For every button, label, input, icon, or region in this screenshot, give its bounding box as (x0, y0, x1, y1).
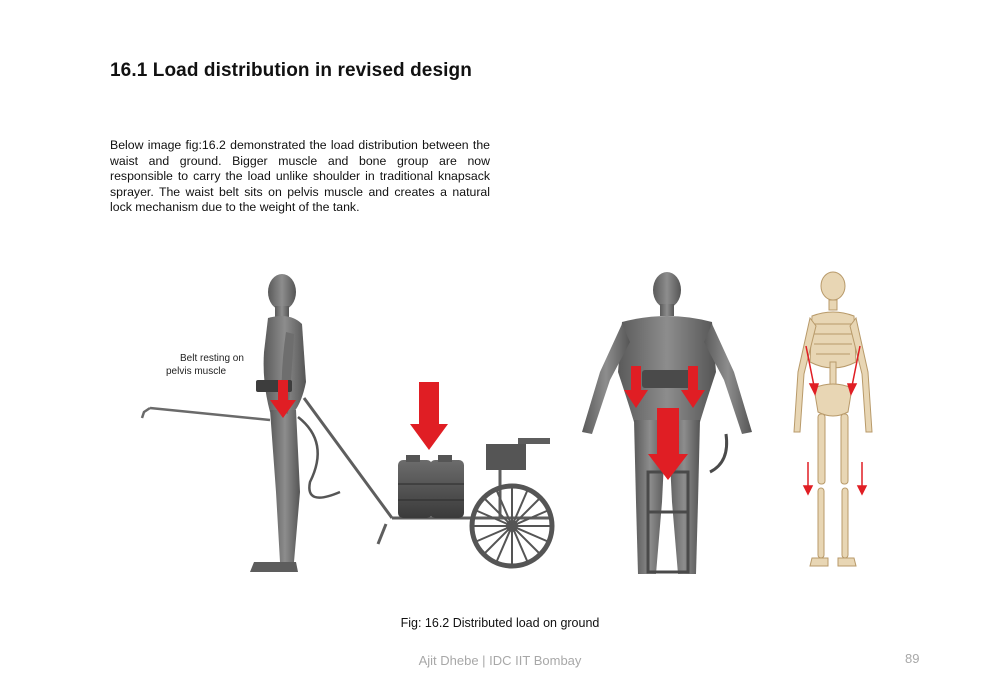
trolley-wheel (469, 483, 555, 569)
back-belt (642, 370, 694, 388)
back-left-waist-arrow (624, 366, 648, 408)
page-title: 16.1 Load distribution in revised design (110, 60, 472, 81)
tank-load-arrow (410, 382, 448, 450)
back-center-ground-arrow (648, 408, 688, 480)
figure-caption: Fig: 16.2 Distributed load on ground (400, 616, 600, 630)
load-distribution-figure: Belt resting on pelvis muscle (130, 262, 890, 592)
body-paragraph: Below image fig:16.2 demonstrated the lo… (110, 138, 490, 215)
annotation-line-2: pelvis muscle (166, 366, 226, 377)
chemical-tanks (398, 455, 464, 518)
spray-hose (297, 416, 341, 499)
pump-box (486, 438, 550, 470)
footer-credit: Ajit Dhebe | IDC IIT Bombay (418, 653, 582, 668)
side-view-human-figure (250, 274, 306, 572)
page-number: 89 (905, 651, 920, 666)
skeleton-load-arrows (802, 345, 868, 496)
skeleton-figure (793, 271, 873, 567)
annotation-line-1: Belt resting on (180, 353, 244, 364)
annotation-text: Belt resting on pelvis muscle (166, 353, 244, 377)
back-view-trolley (646, 433, 729, 574)
spray-lance (140, 406, 271, 422)
back-view-human-figure (582, 272, 752, 574)
side-waist-load-arrow (270, 380, 296, 418)
back-right-waist-arrow (681, 366, 705, 408)
